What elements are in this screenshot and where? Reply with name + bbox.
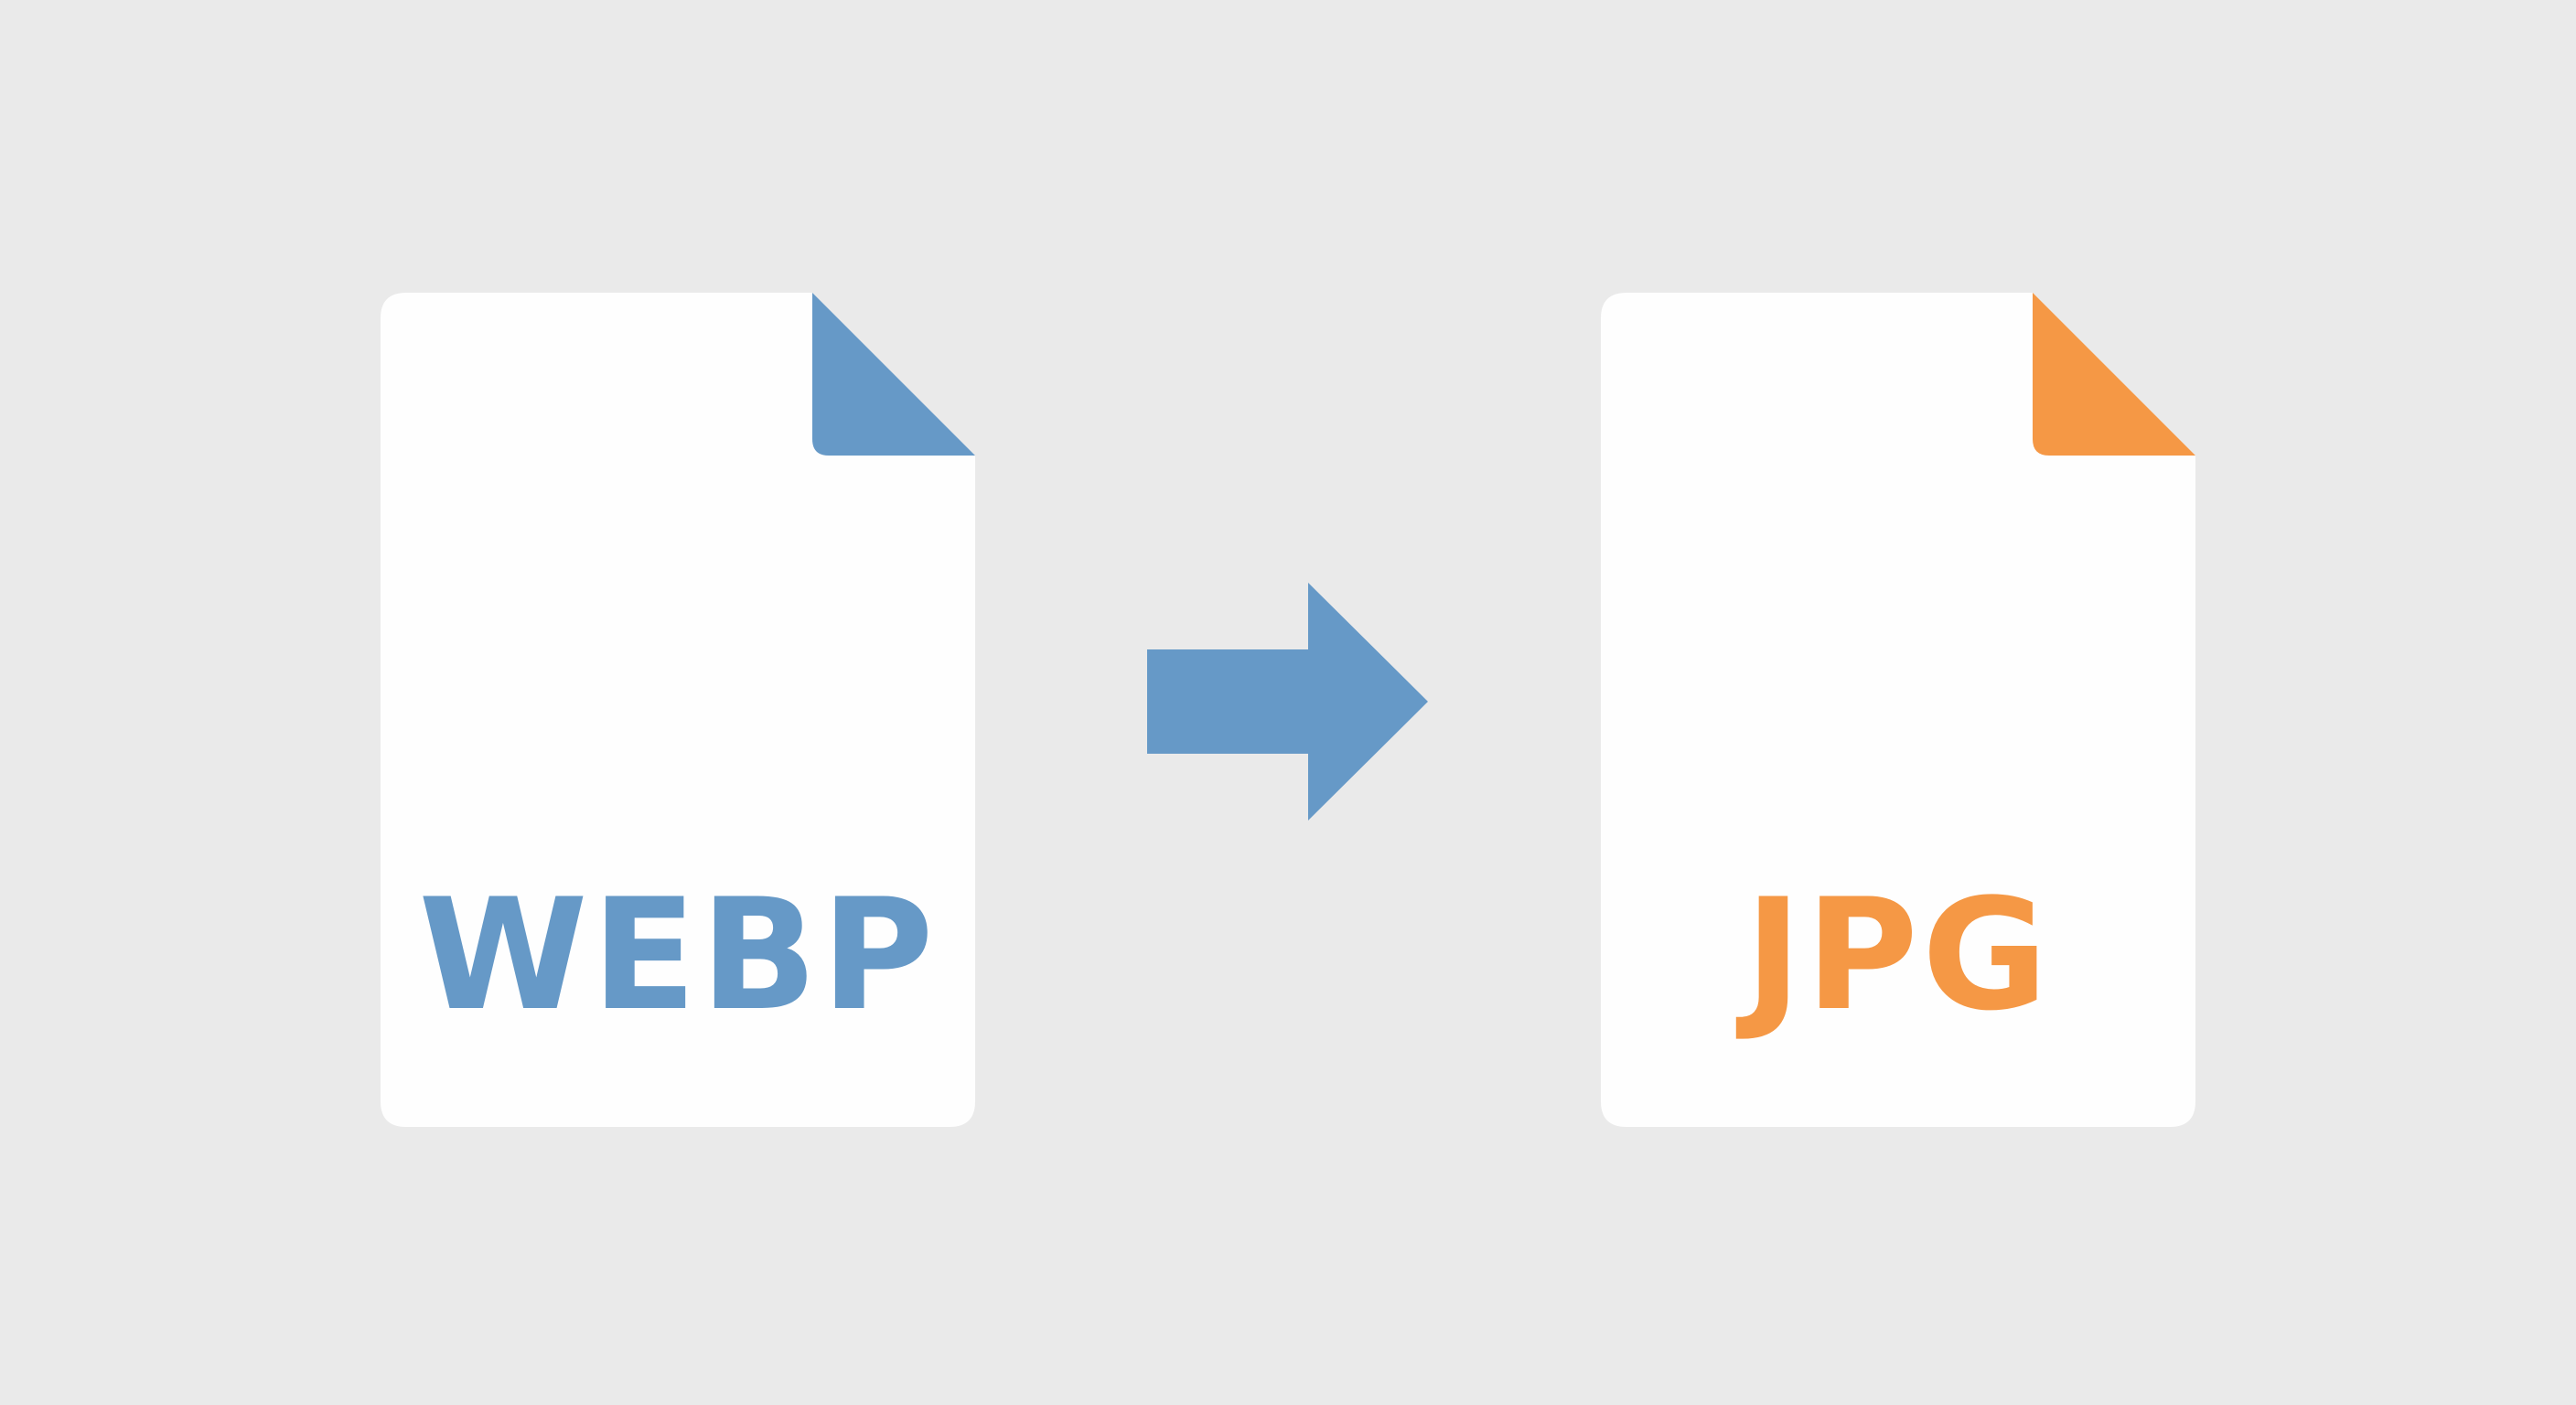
document-icon xyxy=(1601,293,2195,1127)
target-file-jpg: JPG xyxy=(1601,293,2195,1127)
arrow-right-icon xyxy=(1147,583,1428,820)
file-format-label: WEBP xyxy=(418,865,938,1045)
source-file-webp: WEBP xyxy=(381,293,975,1127)
document-icon xyxy=(381,293,975,1127)
file-format-label: JPG xyxy=(1744,865,2052,1045)
folded-corner xyxy=(812,293,975,456)
folded-corner xyxy=(2033,293,2195,456)
